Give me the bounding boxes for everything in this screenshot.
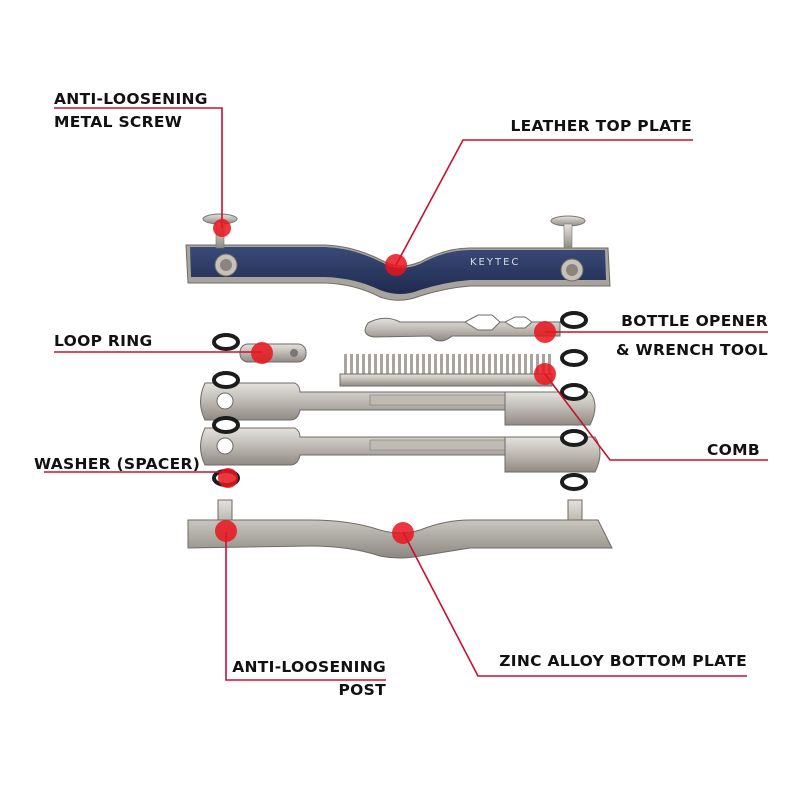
comb-tooth <box>446 354 449 376</box>
label-bottom-plate: ZINC ALLOY BOTTOM PLATE <box>499 652 747 670</box>
comb-tooth <box>350 354 353 376</box>
comb-tooth <box>518 354 521 376</box>
label-top-plate: LEATHER TOP PLATE <box>510 117 692 135</box>
label-screw-line1: ANTI-LOOSENING <box>54 90 208 108</box>
comb-tooth <box>386 354 389 376</box>
comb-tooth <box>398 354 401 376</box>
bottle-opener-tool <box>364 314 561 342</box>
washers <box>212 311 588 491</box>
comb <box>339 354 553 387</box>
comb-tooth <box>416 354 419 376</box>
right-screw <box>550 215 586 249</box>
label-post-line1: ANTI-LOOSENING <box>232 658 386 676</box>
comb-tooth <box>434 354 437 376</box>
comb-tooth <box>476 354 479 376</box>
label-washer: WASHER (SPACER) <box>34 455 201 473</box>
comb-tooth <box>380 354 383 376</box>
comb-tooth <box>392 354 395 376</box>
comb-tooth <box>470 354 473 376</box>
marker-dots <box>213 219 556 544</box>
comb-tooth <box>536 354 539 376</box>
label-loop-ring: LOOP RING <box>54 332 153 350</box>
comb-tooth <box>464 354 467 376</box>
comb-tooth <box>494 354 497 376</box>
comb-tooth <box>488 354 491 376</box>
key-upper <box>200 382 596 426</box>
comb-tooth <box>410 354 413 376</box>
comb-tooth <box>512 354 515 376</box>
comb-tooth <box>362 354 365 376</box>
comb-tooth <box>374 354 377 376</box>
label-bottle-line2: & WRENCH TOOL <box>616 341 768 359</box>
comb-tooth <box>356 354 359 376</box>
comb-tooth <box>428 354 431 376</box>
comb-tooth <box>404 354 407 376</box>
comb-tooth <box>530 354 533 376</box>
comb-tooth <box>482 354 485 376</box>
comb-tooth <box>452 354 455 376</box>
comb-tooth <box>524 354 527 376</box>
key-lower <box>200 427 601 473</box>
label-bottle-line1: BOTTLE OPENER <box>621 312 768 330</box>
comb-tooth <box>422 354 425 376</box>
brand-logo: KEYTEC <box>470 257 520 268</box>
comb-tooth <box>368 354 371 376</box>
comb-tooth <box>500 354 503 376</box>
comb-tooth <box>344 354 347 376</box>
comb-tooth <box>458 354 461 376</box>
label-screw-line2: METAL SCREW <box>54 113 183 131</box>
leader-lines <box>44 107 768 681</box>
label-comb: COMB <box>707 441 760 459</box>
comb-tooth <box>506 354 509 376</box>
comb-tooth <box>440 354 443 376</box>
label-post-line2: POST <box>338 681 386 699</box>
